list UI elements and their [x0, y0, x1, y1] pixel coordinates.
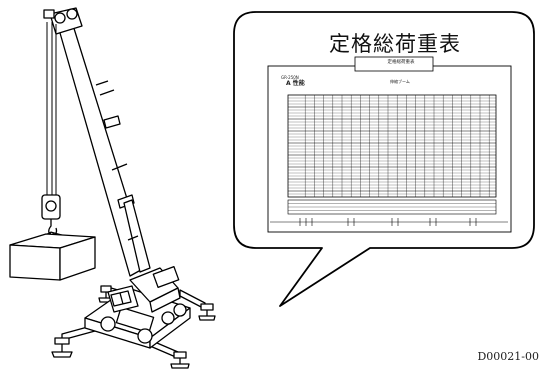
sheet-header: 定格総荷重表 [387, 60, 415, 65]
outrigger-right-rear [179, 289, 216, 321]
boom-head [43, 7, 83, 35]
derrick-cylinder [123, 199, 151, 273]
cab [107, 285, 139, 313]
figure-code: D00021-00 [477, 350, 539, 363]
load-table-grid [288, 95, 496, 197]
load-table-notes [288, 203, 496, 211]
outrigger-left-front [51, 324, 96, 358]
callout-title: 定格総荷重表 [329, 32, 461, 56]
sheet-footer-marks [299, 218, 477, 226]
hook-block [41, 194, 61, 237]
outrigger-right-front [149, 339, 190, 369]
load-chart-sheet [267, 56, 512, 233]
crane-illustration [9, 7, 216, 369]
wire-ropes [46, 22, 57, 195]
sheet-model-code: GR-250N [281, 75, 299, 80]
sheet-section-title: A 性能 [286, 80, 305, 87]
superstructure [129, 266, 181, 313]
suspended-load [9, 233, 96, 281]
sheet-subheader: 伸縮ブーム [390, 79, 410, 84]
